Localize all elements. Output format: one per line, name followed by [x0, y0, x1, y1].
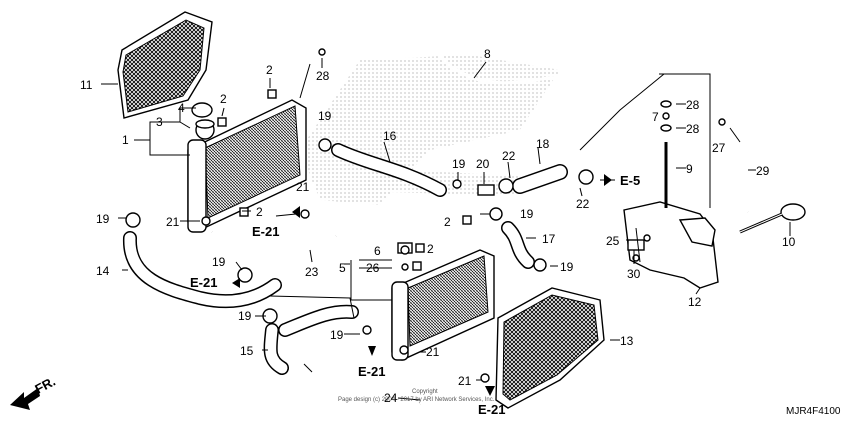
callout-25: 25	[606, 234, 620, 248]
callout-30: 30	[627, 267, 641, 281]
callout-21: 21	[166, 215, 180, 229]
callout-23: 23	[305, 265, 319, 279]
right-radiator	[391, 242, 495, 361]
callout-5: 5	[339, 261, 346, 275]
reference-e-21: E-21	[478, 402, 505, 417]
callout-13: 13	[620, 334, 634, 348]
reference-e-21: E-21	[252, 224, 279, 239]
hoses	[123, 16, 750, 405]
reference-e-5: E-5	[620, 173, 640, 188]
callout-20: 20	[476, 157, 490, 171]
diagram-code: MJR4F4100	[786, 406, 841, 417]
callout-21: 21	[458, 374, 472, 388]
callout-19: 19	[318, 109, 332, 123]
callout-22: 22	[576, 197, 590, 211]
callout-27: 27	[712, 141, 726, 155]
callout-6: 6	[374, 244, 381, 258]
callout-2: 2	[444, 215, 451, 229]
callout-numbers: 11 1 3 4 2 2 28 8 19 16 19 20 22 18 22 2…	[80, 47, 796, 405]
right-radiator-shroud	[495, 287, 605, 409]
callout-26: 26	[366, 261, 380, 275]
copyright-line-2: Page design (c) 2004 - 2017 by ARI Netwo…	[338, 397, 495, 403]
callout-3: 3	[156, 115, 163, 129]
callout-14: 14	[96, 264, 110, 278]
callout-21: 21	[296, 180, 310, 194]
small-parts	[125, 48, 726, 383]
callout-1: 1	[122, 133, 129, 147]
callout-19: 19	[452, 157, 466, 171]
reference-e-21: E-21	[358, 364, 385, 379]
callout-29: 29	[756, 164, 770, 178]
callout-28: 28	[686, 122, 700, 136]
callout-2: 2	[220, 92, 227, 106]
callout-15: 15	[240, 344, 254, 358]
callout-19: 19	[330, 328, 344, 342]
leader-lines	[101, 58, 791, 401]
reference-e-21: E-21	[190, 275, 217, 290]
callout-19: 19	[560, 260, 574, 274]
callout-19: 19	[520, 207, 534, 221]
reference-arrows	[232, 174, 612, 396]
callout-19: 19	[238, 309, 252, 323]
front-direction-arrow: FR.	[10, 374, 58, 410]
callout-2: 2	[266, 63, 273, 77]
left-radiator	[187, 99, 307, 233]
left-radiator-shroud	[117, 11, 213, 119]
callout-22: 22	[502, 149, 516, 163]
callout-19: 19	[96, 212, 110, 226]
callout-16: 16	[383, 129, 397, 143]
callout-2: 2	[256, 205, 263, 219]
callout-9: 9	[686, 162, 693, 176]
reserve-tank-cap	[739, 203, 806, 234]
callout-4: 4	[178, 101, 185, 115]
callout-18: 18	[536, 137, 550, 151]
callout-28: 28	[686, 98, 700, 112]
callout-12: 12	[688, 295, 702, 309]
callout-8: 8	[484, 47, 491, 61]
callout-10: 10	[782, 235, 796, 249]
callout-24: 24	[384, 391, 398, 405]
callout-19: 19	[212, 255, 226, 269]
callout-2: 2	[427, 242, 434, 256]
reserve-tank	[623, 201, 719, 289]
callout-28: 28	[316, 69, 330, 83]
section-references: E-21 E-21 E-21 E-21 E-5	[190, 173, 640, 417]
copyright-line-1: Copyright	[412, 389, 438, 395]
callout-17: 17	[542, 232, 556, 246]
callout-21: 21	[426, 345, 440, 359]
callout-11: 11	[80, 78, 93, 92]
callout-7: 7	[652, 110, 659, 124]
